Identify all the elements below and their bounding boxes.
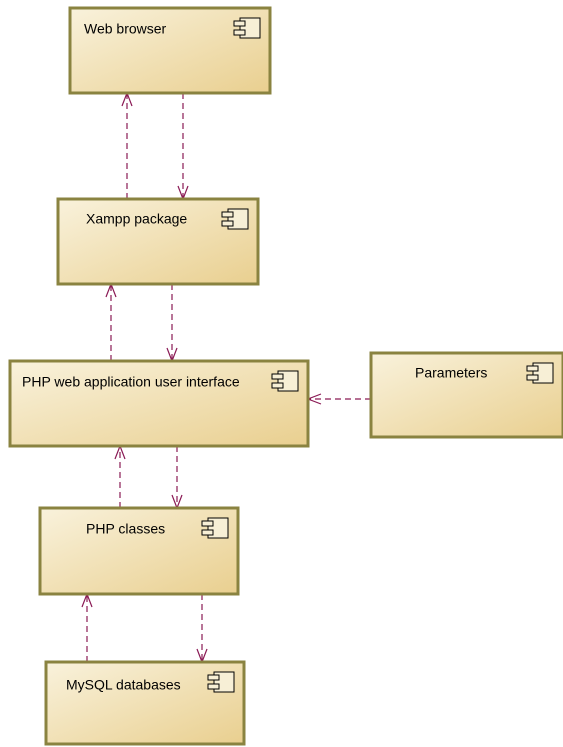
component-php-classes[interactable]: PHP classes bbox=[38, 506, 240, 596]
connections-layer bbox=[81, 91, 371, 664]
component-xampp[interactable]: Xampp package bbox=[56, 197, 260, 286]
component-label: PHP classes bbox=[86, 521, 165, 537]
component-web-browser[interactable]: Web browser bbox=[68, 6, 272, 95]
component-mysql[interactable]: MySQL databases bbox=[44, 660, 246, 746]
component-label: Web browser bbox=[84, 21, 167, 37]
connector-php-ui-to-xampp bbox=[105, 282, 117, 361]
connector-parameters-to-php-ui bbox=[306, 393, 371, 405]
connector-mysql-to-php-classes bbox=[81, 592, 93, 662]
component-icon bbox=[201, 517, 229, 539]
component-php-ui[interactable]: PHP web application user interface bbox=[8, 359, 310, 448]
component-icon bbox=[526, 362, 554, 384]
connector-php-ui-to-php-classes bbox=[171, 446, 183, 510]
connector-php-classes-to-php-ui bbox=[114, 444, 126, 508]
component-icon bbox=[207, 671, 235, 693]
component-box[interactable] bbox=[8, 359, 310, 448]
connector-php-classes-to-mysql bbox=[196, 594, 208, 664]
connector-web-browser-to-xampp bbox=[177, 93, 189, 201]
component-label: Xampp package bbox=[86, 211, 187, 227]
component-parameters[interactable]: Parameters bbox=[369, 351, 563, 439]
component-label: MySQL databases bbox=[66, 677, 181, 693]
component-icon bbox=[221, 208, 249, 230]
component-label: Parameters bbox=[415, 365, 487, 381]
connector-xampp-to-web-browser bbox=[121, 91, 133, 199]
component-icon bbox=[271, 370, 299, 392]
component-icon bbox=[233, 17, 261, 39]
component-box[interactable] bbox=[44, 660, 246, 746]
connector-xampp-to-php-ui bbox=[166, 284, 178, 363]
component-label: PHP web application user interface bbox=[22, 374, 240, 390]
